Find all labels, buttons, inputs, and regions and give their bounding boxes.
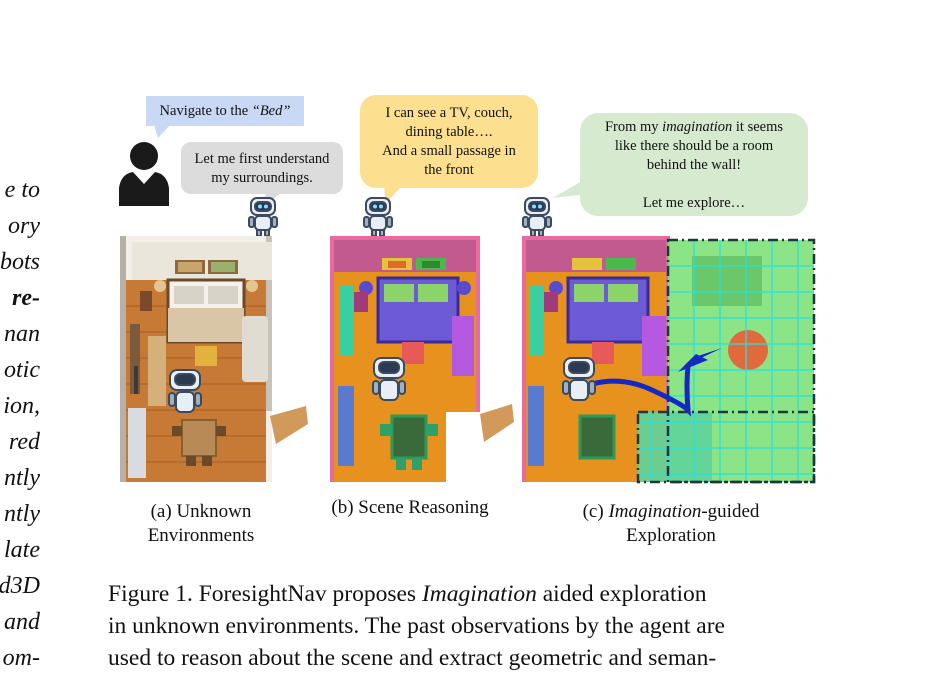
caption-a: (a) Unknown Environments: [128, 500, 274, 548]
figure-caption-line: used to reason about the scene and extra…: [108, 645, 717, 671]
robot-b-speech-bubble: I can see a TV, couch, dining table…. An…: [360, 95, 538, 188]
robot-c-speech-bubble: From my imagination it seems like there …: [580, 113, 808, 216]
left-line: re-: [12, 285, 40, 311]
caption-line: Environments: [147, 525, 255, 546]
figure-caption-line: in unknown environments. The past observ…: [108, 613, 725, 639]
robot-icon: [248, 197, 278, 237]
speech-line: my surroundings.: [211, 170, 313, 186]
speech-line: behind the wall!: [646, 157, 742, 173]
left-line: and: [4, 609, 40, 635]
robot-icon: [363, 197, 393, 237]
caption-line: (b) Scene Reasoning: [331, 497, 489, 518]
left-line: red: [8, 429, 40, 455]
speech-emphasis: imagination: [662, 119, 733, 135]
bubble-tail: [553, 178, 587, 198]
speech-line: I can see a TV, couch,: [385, 105, 513, 121]
caption-line: (c) Imagination-guided: [582, 501, 760, 522]
human-speech-bubble: Navigate to the “Bed”: [146, 96, 304, 126]
caption-b: (b) Scene Reasoning: [318, 496, 502, 520]
left-line: bots: [0, 249, 40, 275]
speech-line: Let me explore…: [642, 195, 746, 211]
caption-fragment: Figure 1. ForesightNav proposes: [108, 581, 422, 607]
left-line: d3D: [0, 573, 40, 599]
speech-fragment: From my: [604, 119, 663, 135]
speech-fragment: it seems: [732, 119, 784, 135]
left-line: late: [4, 537, 40, 563]
speech-line: And a small passage in: [382, 143, 516, 159]
left-column-text: e to ory bots re- nan otic ion, red ntly…: [0, 168, 44, 668]
room-panel-unknown: [120, 236, 308, 482]
left-line: e to: [4, 177, 40, 203]
speech-line: like there should be a room: [614, 138, 774, 154]
figure-caption-line: Figure 1. ForesightNav proposes Imaginat…: [108, 578, 818, 610]
caption-line: Exploration: [626, 525, 716, 546]
caption-emphasis: Imagination: [608, 501, 702, 522]
speech-line: dining table….: [405, 124, 493, 140]
left-line: om-: [2, 645, 40, 668]
human-speech-text: Navigate to the: [159, 103, 252, 119]
caption-fragment: aided exploration: [536, 581, 707, 607]
caption-emphasis: Imagination: [421, 581, 537, 607]
left-line: nan: [4, 321, 40, 347]
speech-line: From my imagination it seems: [580, 118, 808, 137]
caption-c: (c) Imagination-guided Exploration: [562, 500, 780, 548]
left-line: ory: [8, 213, 40, 239]
speech-line: Let me first understand: [194, 151, 330, 167]
human-speech-target: “Bed”: [251, 103, 291, 119]
left-line: ntly: [4, 501, 40, 527]
caption-fragment: -guided: [701, 501, 760, 522]
left-line: ion,: [3, 393, 40, 419]
robot-a-speech-bubble: Let me first understand my surroundings.: [181, 142, 343, 194]
bubble-tail: [154, 125, 170, 138]
figure-caption: Figure 1. ForesightNav proposes Imaginat…: [108, 578, 818, 674]
room-panel-imagination: [522, 236, 816, 484]
robot-icon: [522, 197, 552, 237]
left-line: otic: [4, 357, 40, 383]
speech-line: the front: [424, 162, 474, 178]
caption-line: (a) Unknown: [150, 501, 252, 522]
room-panel-scene-reasoning: [330, 236, 514, 482]
left-line: ntly: [4, 465, 40, 491]
person-icon: [119, 142, 169, 206]
